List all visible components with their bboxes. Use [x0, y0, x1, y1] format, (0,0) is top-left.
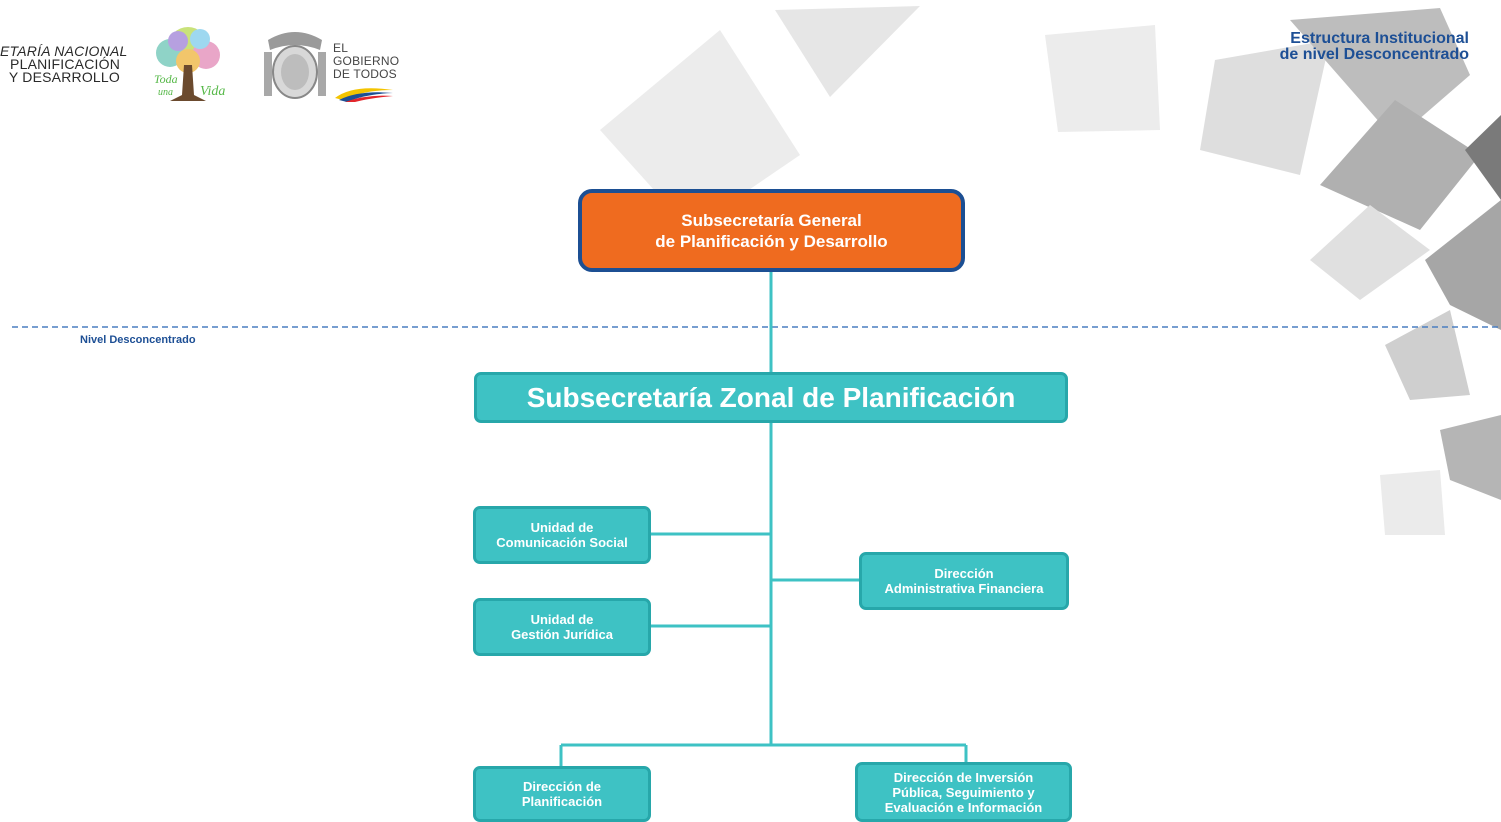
toda-una-vida-logo: Toda una Vida — [154, 27, 225, 101]
gobierno-logo-text: EL GOBIERNO DE TODOS — [333, 42, 399, 81]
arc-block — [1290, 8, 1470, 140]
node-label-line: Administrativa Financiera — [884, 581, 1044, 596]
arc-block — [1045, 25, 1160, 132]
arc-block — [1380, 470, 1445, 535]
node-label-line: Gestión Jurídica — [511, 627, 613, 642]
arc-block — [1200, 40, 1330, 175]
node-label-line: Dirección de — [522, 779, 601, 794]
node-label-line: Unidad de — [530, 612, 594, 627]
arc-block — [1320, 100, 1480, 230]
flag-swoosh-icon — [335, 88, 393, 102]
node-direccion-inversion-publica: Dirección de Inversión Pública, Seguimie… — [855, 762, 1072, 822]
svg-text:Vida: Vida — [200, 84, 225, 99]
secretaria-logo-text: ETARÍA NACIONAL PLANIFICACIÓN Y DESARROL… — [0, 43, 128, 85]
logo-line: Y DESARROLLO — [8, 69, 120, 85]
logo-line: GOBIERNO — [333, 54, 400, 68]
page-title-line: Estructura Institucional — [1290, 30, 1469, 47]
node-subsecretaria-general: Subsecretaría General de Planificación y… — [578, 189, 965, 272]
node-direccion-administrativa-financiera: Dirección Administrativa Financiera — [859, 552, 1069, 610]
node-subsecretaria-zonal: Subsecretaría Zonal de Planificación — [474, 372, 1068, 423]
logo-line: PLANIFICACIÓN — [10, 56, 120, 72]
node-label: Subsecretaría Zonal de Planificación — [526, 381, 1016, 413]
org-connectors — [559, 270, 968, 767]
arc-block — [775, 6, 920, 97]
logo-line: DE TODOS — [333, 67, 397, 81]
arc-block — [1425, 200, 1501, 330]
node-label-line: Subsecretaría General — [681, 210, 862, 230]
svg-text:Toda: Toda — [154, 72, 178, 86]
node-label-line: Comunicación Social — [496, 535, 628, 550]
node-label-line: Unidad de — [530, 520, 594, 535]
arc-block — [1440, 415, 1501, 500]
node-label-line: de Planificación y Desarrollo — [655, 231, 888, 251]
svg-text:una: una — [158, 87, 173, 98]
arc-block — [600, 30, 800, 230]
logo-line: EL — [333, 41, 349, 55]
arc-block — [1465, 115, 1501, 200]
node-label-line: Planificación — [521, 794, 603, 809]
node-unidad-gestion-juridica: Unidad de Gestión Jurídica — [473, 598, 651, 656]
node-label-line: Dirección de Inversión — [893, 769, 1034, 785]
page-title: Estructura Institucional de nivel Descon… — [1280, 31, 1469, 63]
node-label-line: Dirección — [934, 566, 994, 581]
arc-block — [1310, 205, 1430, 300]
arc-block — [1385, 310, 1470, 400]
node-label-line: Evaluación e Información — [884, 799, 1043, 815]
node-unidad-comunicacion-social: Unidad de Comunicación Social — [473, 506, 651, 564]
node-label-line: Pública, Seguimiento y — [892, 784, 1035, 800]
level-label: Nivel Desconcentrado — [80, 334, 196, 346]
page-title-line: de nivel Desconcentrado — [1279, 46, 1469, 63]
coat-of-arms-icon — [264, 32, 326, 99]
node-direccion-planificacion: Dirección de Planificación — [473, 766, 651, 822]
logo-line: ETARÍA NACIONAL — [0, 43, 128, 59]
